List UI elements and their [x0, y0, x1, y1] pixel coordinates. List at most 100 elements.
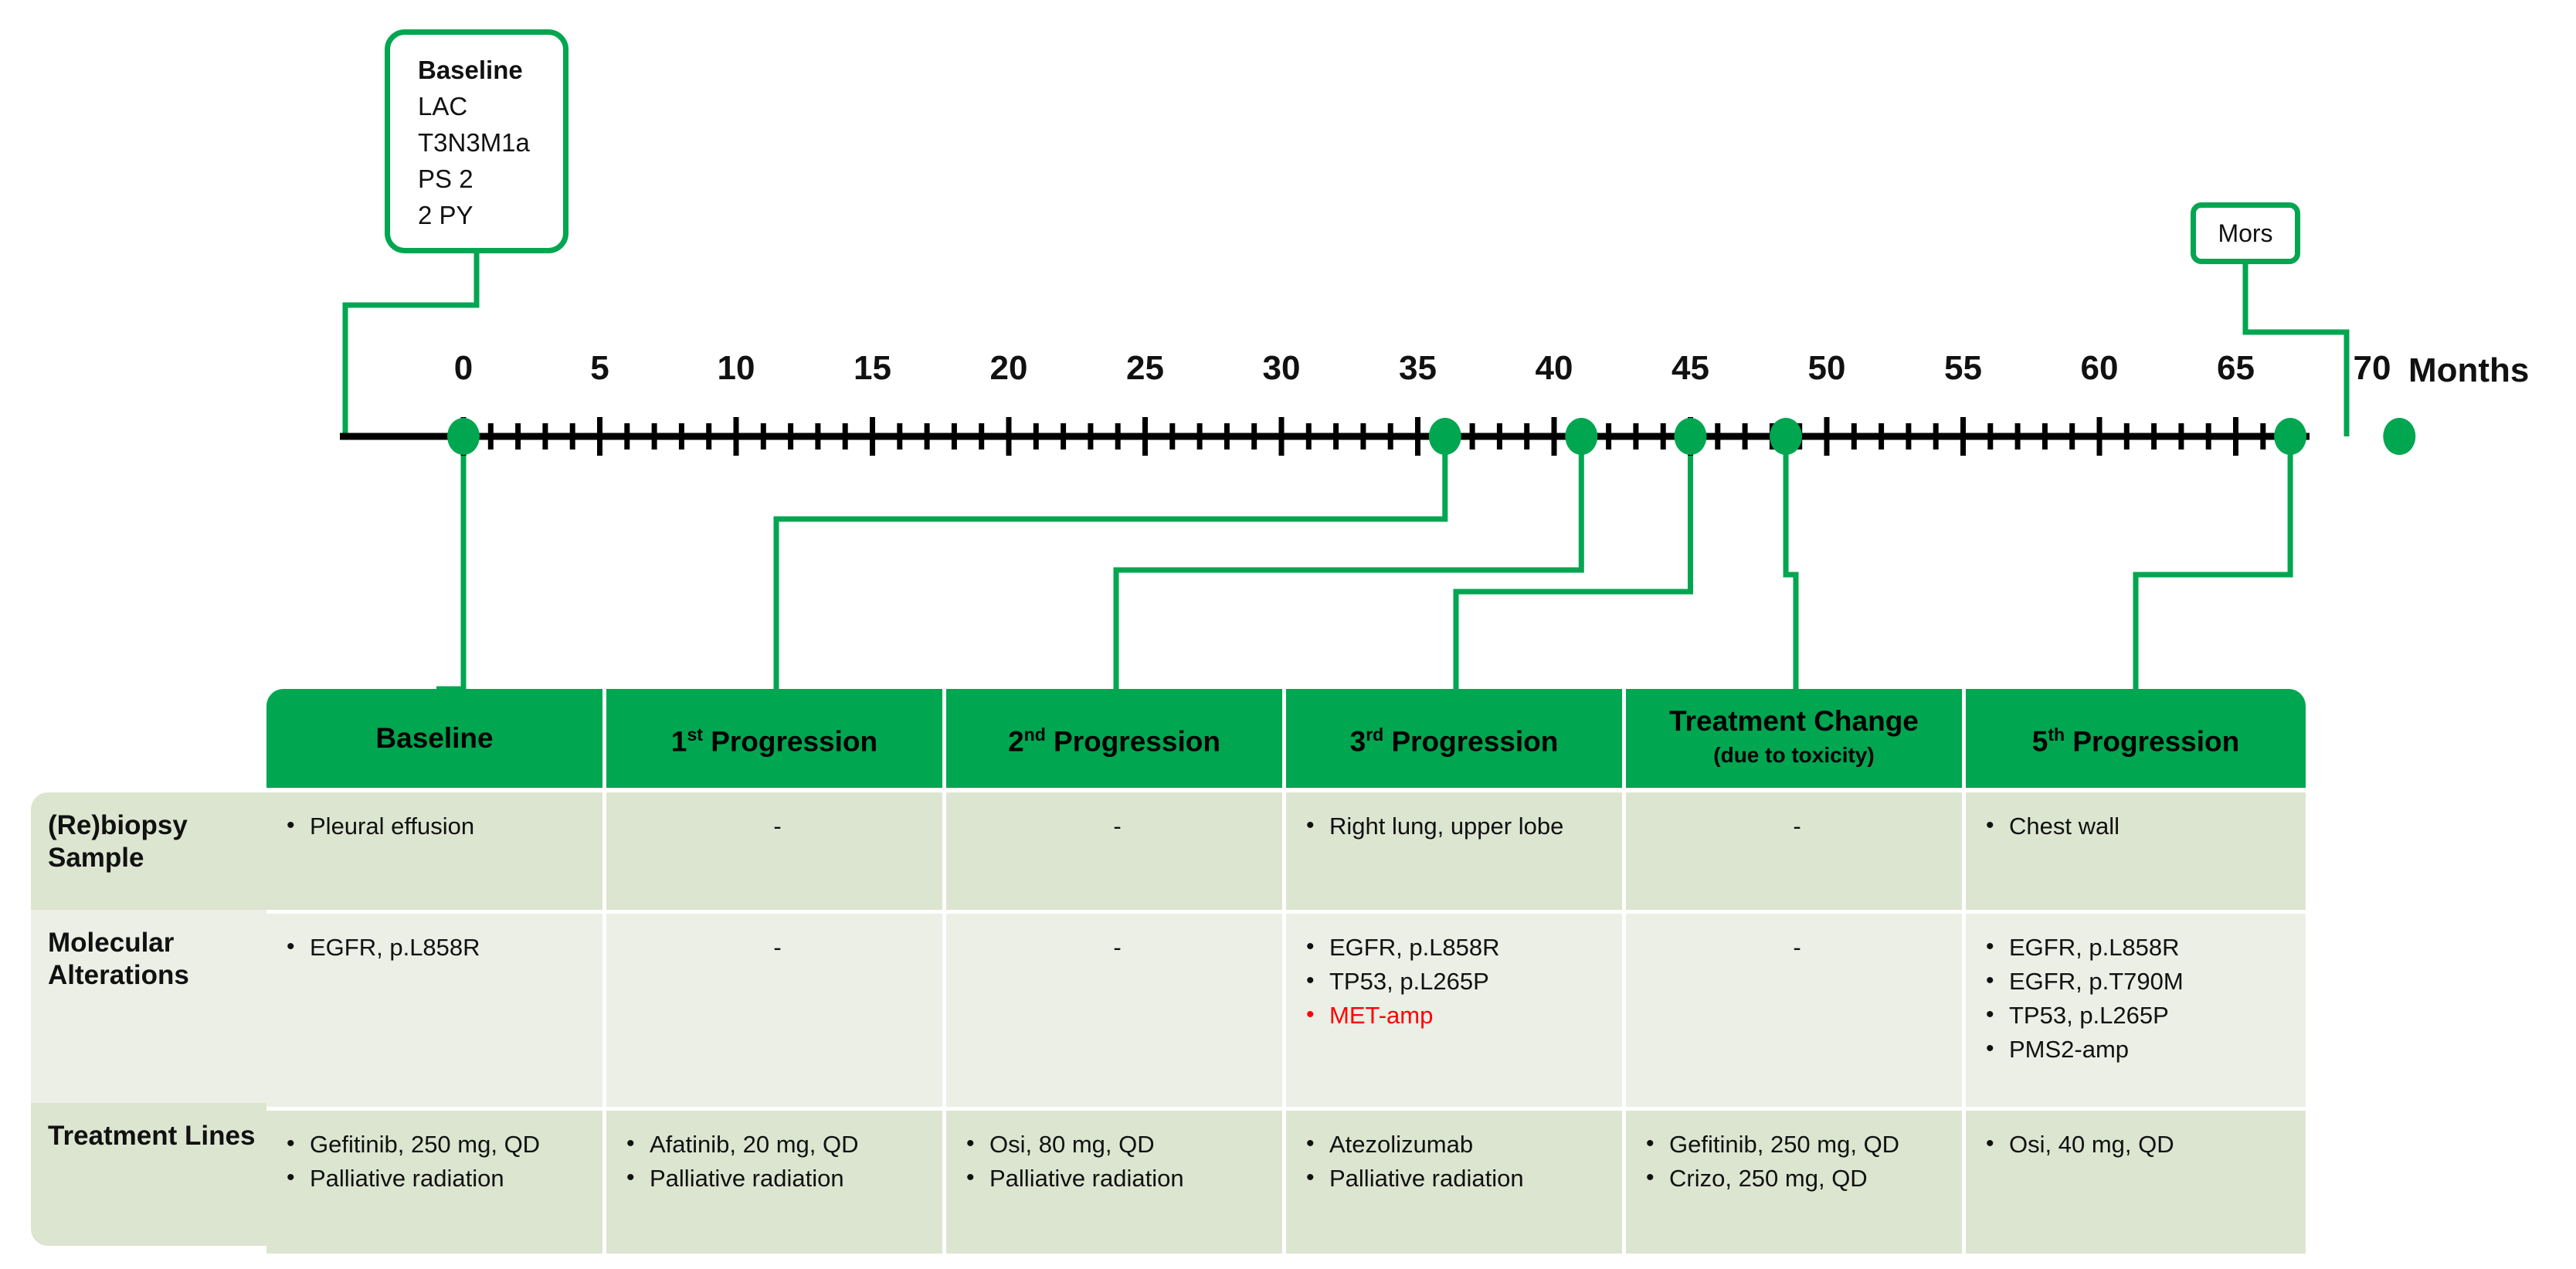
list-item: Pleural effusion — [283, 809, 592, 843]
list-item: EGFR, p.L858R — [283, 930, 592, 965]
table-cell-list: Pleural effusion — [283, 809, 592, 843]
list-item: MET-amp — [1303, 998, 1611, 1033]
axis-tick-label-65: 65 — [2217, 349, 2255, 387]
table-row: Pleural effusion--Right lung, upper lobe… — [266, 792, 2306, 910]
axis-tick-label-40: 40 — [1535, 349, 1573, 387]
list-item: Osi, 80 mg, QD — [963, 1127, 1271, 1162]
axis-tick-label-70: 70 — [2353, 349, 2391, 387]
table-column-header-label: 3rd Progression — [1349, 724, 1559, 758]
table-cell: Right lung, upper lobe — [1286, 792, 1626, 910]
connector-event-4 — [1783, 436, 1799, 689]
table-cell: Gefitinib, 250 mg, QDPalliative radiatio… — [266, 1111, 606, 1254]
list-item: Gefitinib, 250 mg, QD — [1643, 1127, 1951, 1162]
timeline-markers — [447, 418, 2416, 455]
axis-tick-label-45: 45 — [1672, 349, 1709, 387]
timeline-marker-36 — [1428, 418, 1461, 455]
table-column-header-label: 1st Progression — [670, 724, 878, 758]
list-item: Palliative radiation — [1303, 1161, 1611, 1196]
table-cell: Chest wall — [1966, 792, 2306, 910]
table-cell: Pleural effusion — [266, 792, 606, 910]
list-item: TP53, p.L265P — [1983, 998, 2295, 1033]
list-item: Right lung, upper lobe — [1303, 809, 1611, 843]
table-cell-list: Gefitinib, 250 mg, QDCrizo, 250 mg, QD — [1643, 1127, 1951, 1196]
axis-tick-label-20: 20 — [989, 349, 1028, 387]
table-column-header-label: Baseline — [375, 722, 494, 754]
mors-callout: Mors — [2191, 202, 2300, 264]
list-item: Atezolizumab — [1303, 1127, 1611, 1162]
list-item: EGFR, p.L858R — [1983, 930, 2295, 965]
list-item: EGFR, p.L858R — [1303, 930, 1611, 965]
timeline-marker-0 — [447, 418, 480, 455]
table-cell: AtezolizumabPalliative radiation — [1286, 1111, 1626, 1254]
table-cell: - — [1626, 792, 1966, 910]
table-cell: Gefitinib, 250 mg, QDCrizo, 250 mg, QD — [1626, 1111, 1966, 1254]
table-row: Gefitinib, 250 mg, QD Palliative radiatio… — [266, 1107, 2306, 1254]
table-row-label-3: Treatment Lines — [31, 1103, 266, 1246]
table-cell-empty: - — [1793, 813, 1801, 840]
table-cell: EGFR, p.L858RTP53, p.L265PMET-amp — [1286, 914, 1626, 1107]
table-row: EGFR, p.L858R--EGFR, p.L858RTP53, p.L265… — [266, 910, 2306, 1107]
table-cell: - — [606, 792, 946, 910]
table-cell: - — [606, 914, 946, 1107]
connector-event-1 — [773, 436, 1448, 689]
table-column-header-1: Baseline — [266, 689, 606, 788]
table-cell-list: Gefitinib, 250 mg, QDPalliative radiatio… — [283, 1127, 592, 1196]
table-column-header-3: 2nd Progression — [946, 689, 1286, 788]
connector-event-3 — [1453, 436, 1693, 689]
table-cell-empty: - — [1113, 934, 1122, 961]
list-item: Chest wall — [1983, 809, 2295, 843]
table-cell-list: EGFR, p.L858REGFR, p.T790MTP53, p.L265PP… — [1983, 930, 2295, 1067]
table-cell-list: Osi, 80 mg, QDPalliative radiation — [963, 1127, 1271, 1196]
table-cell-list: Chest wall — [1983, 809, 2295, 843]
connector-event-2 — [1113, 436, 1584, 689]
list-item: Palliative radiation — [283, 1161, 592, 1196]
timeline-marker-41 — [1565, 418, 1598, 455]
table-cell: - — [946, 914, 1286, 1107]
axis-tick-label-60: 60 — [2080, 349, 2119, 387]
table-cell-list: EGFR, p.L858R — [283, 930, 592, 965]
table-cell-empty: - — [773, 934, 782, 961]
axis-tick-label-30: 30 — [1262, 349, 1301, 387]
table-cell: Osi, 40 mg, QD — [1966, 1111, 2306, 1254]
baseline-callout-line-4: 2 PY — [418, 201, 473, 229]
table-cell: EGFR, p.L858REGFR, p.T790MTP53, p.L265PP… — [1966, 914, 2306, 1107]
baseline-callout-line-2: T3N3M1a — [418, 128, 530, 157]
table-column-header-2: 1st Progression — [606, 689, 946, 788]
timeline-table: Baseline 1st Progression 2nd Progression 3r… — [266, 689, 2306, 788]
baseline-callout-title: Baseline — [418, 56, 523, 84]
axis-tick-label-35: 35 — [1399, 349, 1437, 387]
baseline-callout: Baseline LAC T3N3M1a PS 2 2 PY — [385, 29, 568, 253]
table-cell: Afatinib, 20 mg, QDPalliative radiation — [606, 1111, 946, 1254]
axis-tick-label-55: 55 — [1944, 349, 1982, 387]
timeline-axis — [340, 417, 2310, 456]
table-column-header-label: 5th Progression — [2031, 724, 2240, 758]
list-item: EGFR, p.T790M — [1983, 964, 2295, 999]
table-column-header-5: Treatment Change(due to toxicity) — [1626, 689, 1966, 788]
table-column-header-4: 3rd Progression — [1286, 689, 1626, 788]
table-cell: EGFR, p.L858R — [266, 914, 606, 1107]
connector-mors-callout — [2242, 264, 2350, 436]
list-item: Afatinib, 20 mg, QD — [623, 1127, 932, 1162]
timeline-marker-45 — [1674, 418, 1707, 455]
baseline-callout-line-3: PS 2 — [418, 165, 473, 193]
table-header-row: Baseline 1st Progression 2nd Progression 3r… — [266, 689, 2306, 788]
list-item: TP53, p.L265P — [1303, 964, 1611, 999]
axis-tick-label-10: 10 — [717, 349, 755, 387]
list-item: Osi, 40 mg, QD — [1983, 1127, 2295, 1162]
timeline-marker-67 — [2274, 418, 2307, 455]
table-cell-list: AtezolizumabPalliative radiation — [1303, 1127, 1611, 1196]
timeline-marker-48.5 — [1770, 418, 1803, 455]
axis-tick-label-5: 5 — [590, 349, 609, 387]
table-cell-list: Right lung, upper lobe — [1303, 809, 1611, 843]
table-cell-list: Osi, 40 mg, QD — [1983, 1127, 2295, 1162]
axis-unit-label: Months — [2408, 351, 2530, 389]
table-cell-list: EGFR, p.L858RTP53, p.L265PMET-amp — [1303, 930, 1611, 1033]
table-cell: Osi, 80 mg, QDPalliative radiation — [946, 1111, 1286, 1254]
connector-baseline-callout — [342, 253, 480, 436]
list-item: PMS2-amp — [1983, 1032, 2295, 1067]
axis-tick-label-15: 15 — [854, 349, 891, 387]
table-cell-empty: - — [1113, 813, 1122, 840]
table-cell-list: Afatinib, 20 mg, QDPalliative radiation — [623, 1127, 932, 1196]
table-row-label-1: (Re)biopsy Sample — [31, 792, 266, 910]
